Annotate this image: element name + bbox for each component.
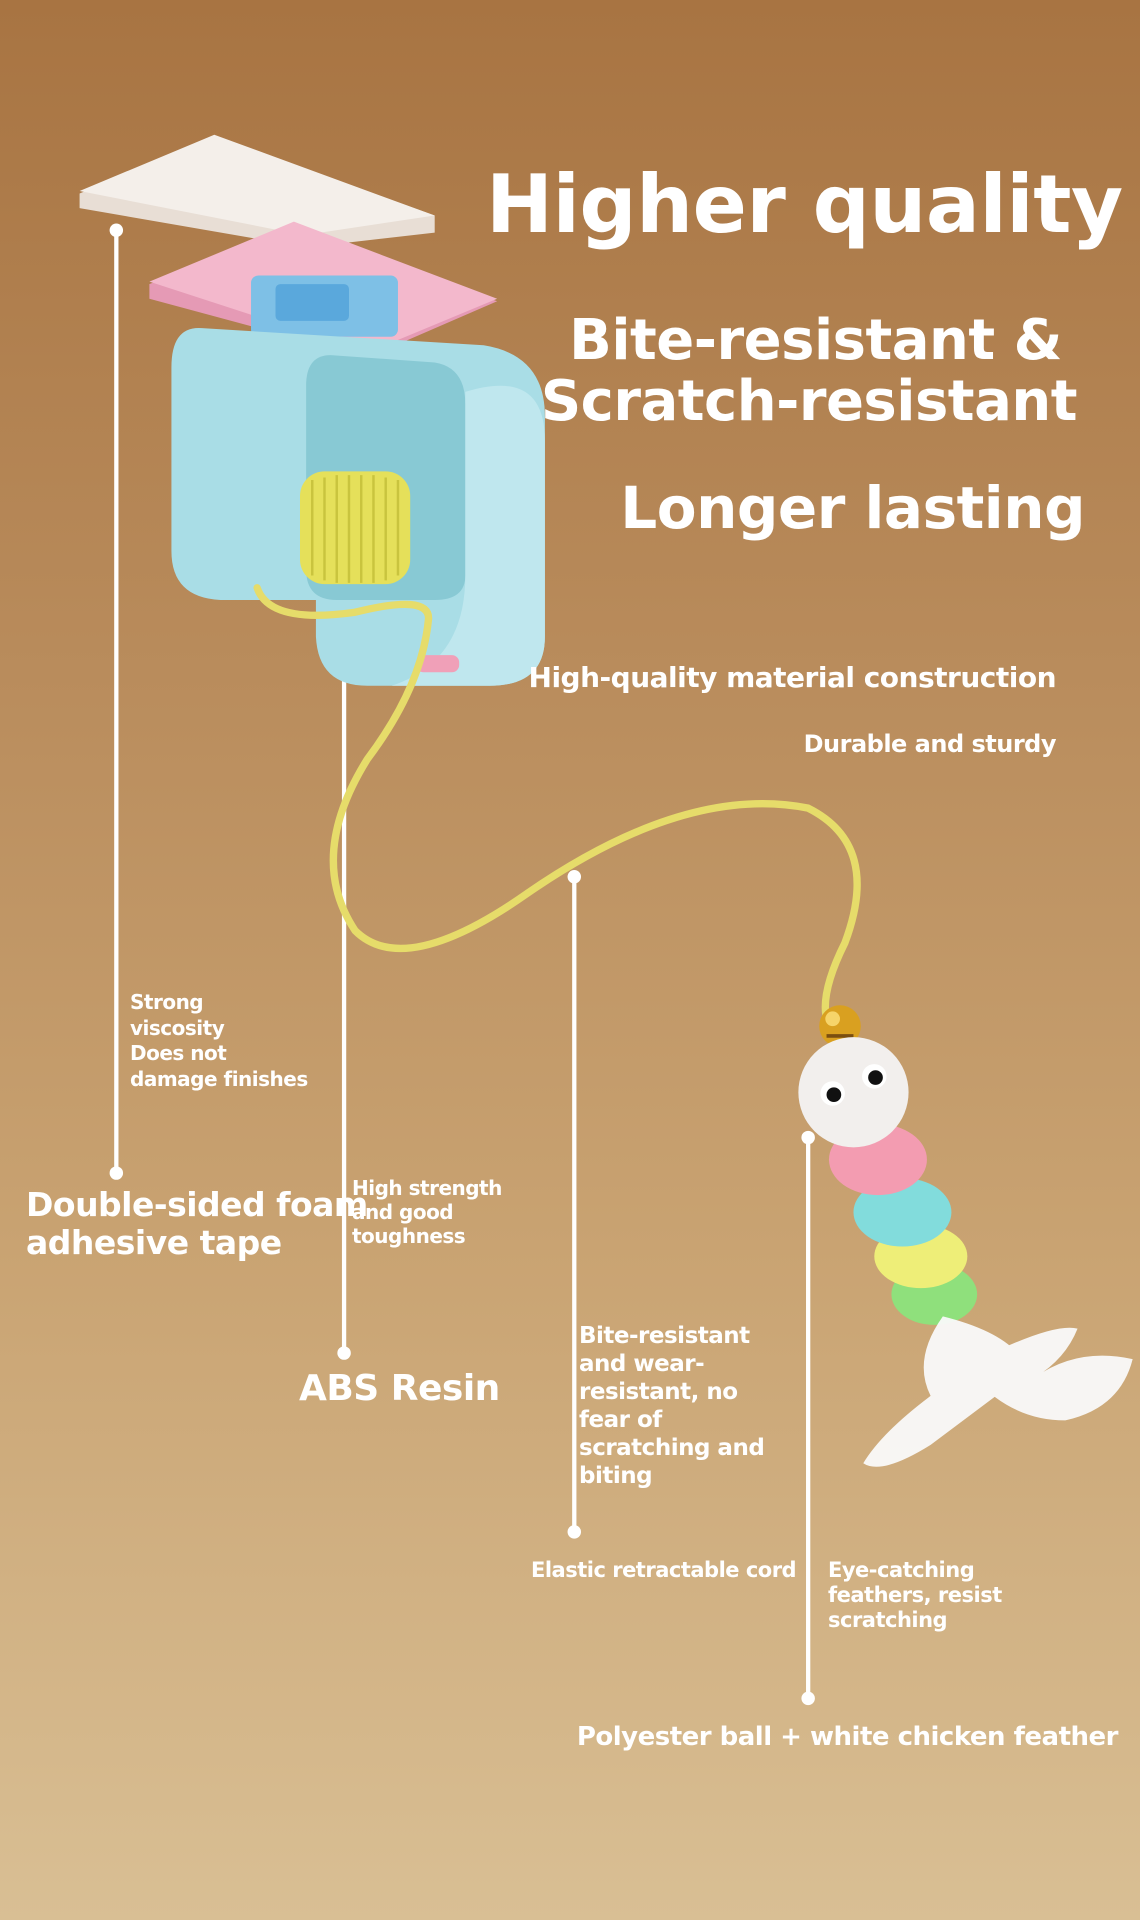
tape-desc-line: Strong — [130, 990, 204, 1014]
ball-description: Eye-catching feathers, resist scratching — [828, 1558, 1002, 1633]
bell-icon — [819, 1005, 861, 1047]
ball-desc-line: Eye-catching — [828, 1558, 975, 1582]
cord-description: Bite-resistant and wear- resistant, no f… — [579, 1322, 765, 1490]
subheading-durable: Durable and sturdy — [803, 730, 1057, 758]
headline-line-3: Longer lasting — [620, 474, 1085, 542]
cord-desc-line: and wear- — [579, 1351, 705, 1377]
abs-desc-line: High strength — [352, 1176, 502, 1200]
ball-desc-line: feathers, resist — [828, 1583, 1002, 1607]
leader-dot — [567, 870, 582, 884]
abs-title: ABS Resin — [299, 1368, 500, 1409]
leader-dot — [567, 1525, 582, 1539]
leader-dot — [109, 1166, 124, 1180]
tape-desc-line: damage finishes — [130, 1066, 308, 1091]
leader-dot — [801, 1691, 815, 1706]
cord-desc-line: scratching and — [579, 1435, 765, 1461]
ball-title: Polyester ball + white chicken feather — [576, 1722, 1119, 1752]
tape-title: Double-sided foam adhesive tape — [26, 1186, 368, 1262]
leader-dot — [337, 1346, 351, 1360]
elastic-cord — [253, 584, 861, 1023]
subheading-material: High-quality material construction — [528, 661, 1057, 694]
abs-desc-line: and good — [352, 1200, 454, 1224]
cord-title: Elastic retractable cord — [531, 1558, 797, 1582]
spring-coil — [300, 471, 411, 585]
abs-desc-line: toughness — [352, 1224, 466, 1248]
tape-title-line: Double-sided foam — [26, 1185, 368, 1224]
tape-desc-line: Does not — [130, 1041, 227, 1065]
white-feathers — [863, 1316, 1133, 1467]
polyester-ball-toy — [798, 1037, 978, 1325]
tape-title-line: adhesive tape — [26, 1223, 282, 1262]
headline-line-2: Scratch-resistant — [540, 369, 1078, 434]
tape-desc-line: viscosity — [130, 1015, 225, 1040]
cord-desc-line: resistant, no — [579, 1379, 738, 1405]
foam-tape-pad — [79, 134, 435, 248]
tape-description: Strong viscosity Does not damage finishe… — [130, 990, 308, 1092]
leader-dot — [109, 223, 124, 237]
abs-description: High strength and good toughness — [352, 1176, 502, 1248]
leader-dot — [801, 1130, 815, 1145]
pink-mount-plate — [149, 221, 498, 358]
headline-title: Higher quality — [486, 158, 1123, 251]
ball-desc-line: scratching — [828, 1608, 948, 1632]
headline-line-1: Bite-resistant & — [569, 308, 1062, 373]
cord-desc-line: biting — [579, 1463, 653, 1489]
cord-desc-line: Bite-resistant — [579, 1323, 750, 1349]
cord-desc-line: fear of — [579, 1407, 662, 1433]
